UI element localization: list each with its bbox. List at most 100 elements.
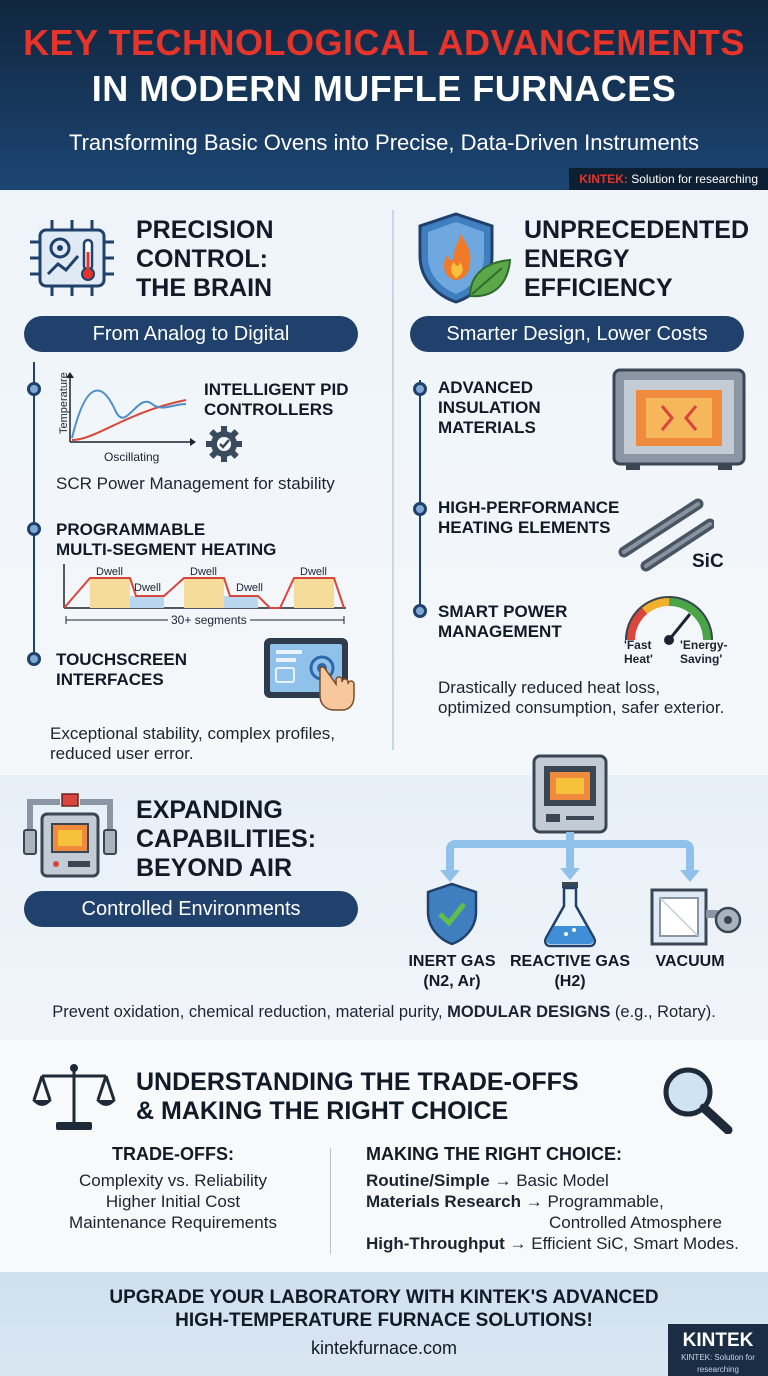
heating-elements-label: HIGH-PERFORMANCE HEATING ELEMENTS bbox=[438, 498, 619, 538]
arrow-icon: → bbox=[525, 1192, 543, 1211]
choice-item-throughput: High-Throughput → Efficient SiC, Smart M… bbox=[366, 1233, 739, 1254]
gear-icon bbox=[206, 426, 242, 462]
footer-url-link[interactable]: kintekfurnace.com bbox=[310, 1338, 458, 1358]
tradeoffs-divider bbox=[330, 1148, 331, 1254]
touchscreen-label-line2: INTERFACES bbox=[56, 670, 164, 689]
programmable-label: PROGRAMMABLE MULTI-SEGMENT HEATING bbox=[56, 520, 276, 560]
insulation-label-line1: ADVANCED bbox=[438, 378, 534, 397]
segments-label: 30+ segments bbox=[168, 613, 250, 627]
energy-title-line2: ENERGY bbox=[524, 245, 630, 273]
reactive-gas-flask-icon bbox=[543, 882, 597, 948]
logo-wordmark: KINTEK bbox=[682, 1330, 754, 1351]
capabilities-title-line3: BEYOND AIR bbox=[136, 854, 293, 882]
footer-cta: UPGRADE YOUR LABORATORY WITH KINTEK'S AD… bbox=[0, 1272, 768, 1376]
insulation-label: ADVANCED INSULATION MATERIALS bbox=[438, 378, 541, 438]
sic-rods-icon bbox=[618, 498, 714, 572]
capabilities-summary-post: (e.g., Rotary). bbox=[610, 1003, 716, 1021]
pid-label-line1: INTELLIGENT PID bbox=[204, 380, 349, 399]
dwell-label-1: Dwell bbox=[96, 566, 123, 578]
kintek-logo: KINTEK KINTEK: Solution for researching bbox=[668, 1324, 768, 1376]
sic-label: SiC bbox=[692, 551, 724, 572]
gauge-fast-heat-line1: 'Fast bbox=[624, 638, 652, 652]
precision-summary-line2: reduced user error. bbox=[50, 744, 194, 763]
cta-line1: UPGRADE YOUR LABORATORY WITH KINTEK'S AD… bbox=[109, 1287, 659, 1308]
vacuum-chamber-icon bbox=[650, 888, 742, 946]
power-management-label: SMART POWER MANAGEMENT bbox=[438, 602, 567, 642]
capabilities-title-line1: EXPANDING bbox=[136, 796, 283, 824]
insulation-label-line3: MATERIALS bbox=[438, 418, 536, 437]
tradeoff-item: Higher Initial Cost bbox=[105, 1192, 241, 1211]
tradeoffs-title-line2: & MAKING THE RIGHT CHOICE bbox=[136, 1097, 509, 1125]
inert-gas-label-line1: INERT GAS bbox=[408, 953, 496, 970]
section-divider bbox=[392, 210, 394, 750]
heating-elements-label-line1: HIGH-PERFORMANCE bbox=[438, 498, 620, 517]
gauge-fast-heat: 'Fast Heat' bbox=[624, 638, 653, 666]
programmable-label-line2: MULTI-SEGMENT HEATING bbox=[56, 540, 277, 559]
inert-gas-label-line2: (N2, Ar) bbox=[423, 973, 481, 990]
arrow-icon: → bbox=[494, 1171, 512, 1190]
touchscreen-tablet-icon bbox=[264, 638, 355, 711]
tradeoff-item: Maintenance Requirements bbox=[69, 1213, 277, 1232]
capabilities-summary-bold: MODULAR DESIGNS bbox=[447, 1003, 611, 1021]
tradeoffs-title: UNDERSTANDING THE TRADE-OFFS & MAKING TH… bbox=[136, 1068, 579, 1126]
power-management-label-line1: SMART POWER bbox=[438, 602, 568, 621]
reactive-gas-label-line2: (H2) bbox=[554, 973, 586, 990]
choice-rest: Basic Model bbox=[516, 1171, 609, 1190]
energy-timeline bbox=[419, 380, 421, 616]
precision-title-line2: CONTROL: bbox=[136, 245, 268, 273]
scr-text: SCR Power Management for stability bbox=[56, 474, 335, 493]
inert-gas-shield-icon bbox=[426, 882, 478, 946]
programmable-label-line1: PROGRAMMABLE bbox=[56, 520, 206, 539]
insulated-furnace-icon bbox=[612, 368, 746, 470]
magnifier-icon bbox=[663, 1067, 733, 1134]
chip-brain-icon bbox=[30, 220, 114, 296]
heating-elements-label-line2: HEATING ELEMENTS bbox=[438, 518, 611, 537]
choice-bold: High-Throughput bbox=[366, 1234, 505, 1253]
balance-scale-icon bbox=[32, 1064, 116, 1130]
precision-title-line1: PRECISION bbox=[136, 216, 274, 244]
graph-xlabel: Oscillating bbox=[104, 450, 160, 464]
dwell-label-2: Dwell bbox=[134, 582, 161, 594]
energy-pill: Smarter Design, Lower Costs bbox=[410, 316, 744, 352]
timeline-dot-touchscreen bbox=[27, 652, 41, 666]
reactive-gas-label-line1: REACTIVE GAS bbox=[509, 953, 630, 970]
right-choice-heading: MAKING THE RIGHT CHOICE: bbox=[366, 1144, 622, 1164]
capabilities-pill: Controlled Environments bbox=[24, 891, 358, 927]
vacuum-label: VACUUM bbox=[655, 953, 725, 970]
choice-rest: Programmable, bbox=[547, 1192, 664, 1211]
reactive-gas-label: REACTIVE GAS (H2) bbox=[508, 952, 632, 992]
timeline-dot-insulation bbox=[413, 382, 427, 396]
shield-flame-leaf-icon bbox=[418, 212, 512, 304]
pid-label-line2: CONTROLLERS bbox=[204, 400, 334, 419]
touchscreen-label: TOUCHSCREEN INTERFACES bbox=[56, 650, 187, 690]
timeline-dot-heating bbox=[413, 502, 427, 516]
cta-line2: HIGH-TEMPERATURE FURNACE SOLUTIONS! bbox=[175, 1310, 593, 1331]
choice-bold: Materials Research bbox=[366, 1192, 521, 1211]
power-management-label-line2: MANAGEMENT bbox=[438, 622, 562, 641]
logo-tagline: KINTEK: Solution for researching bbox=[681, 1353, 755, 1374]
choice-item-materials: Materials Research → Programmable, bbox=[366, 1191, 739, 1212]
tradeoffs-list: Complexity vs. Reliability Higher Initia… bbox=[40, 1170, 306, 1233]
tradeoff-item: Complexity vs. Reliability bbox=[79, 1171, 267, 1190]
precision-summary: Exceptional stability, complex profiles,… bbox=[50, 724, 335, 764]
main-title-line2: IN MODERN MUFFLE FURNACES bbox=[91, 68, 677, 109]
precision-pill: From Analog to Digital bbox=[24, 316, 358, 352]
power-gauge-icon bbox=[624, 595, 713, 645]
main-title-line1: KEY TECHNOLOGICAL ADVANCEMENTS bbox=[23, 22, 745, 63]
header-credit: KINTEK: Solution for researching bbox=[569, 168, 768, 190]
capabilities-summary-pre: Prevent oxidation, chemical reduction, m… bbox=[52, 1003, 448, 1021]
furnace-icon bbox=[532, 754, 608, 834]
gauge-energy-saving-line1: 'Energy- bbox=[680, 638, 728, 652]
energy-title: UNPRECEDENTED ENERGY EFFICIENCY bbox=[524, 216, 749, 303]
energy-summary: Drastically reduced heat loss, optimized… bbox=[438, 678, 724, 718]
header-banner: KEY TECHNOLOGICAL ADVANCEMENTS IN MODERN… bbox=[0, 0, 768, 190]
precision-summary-line1: Exceptional stability, complex profiles, bbox=[50, 724, 336, 743]
choice-list: Routine/Simple → Basic Model Materials R… bbox=[366, 1170, 739, 1254]
dwell-label-3: Dwell bbox=[190, 566, 217, 578]
energy-title-line1: UNPRECEDENTED bbox=[524, 216, 750, 244]
energy-summary-line1: Drastically reduced heat loss, bbox=[438, 678, 661, 697]
touchscreen-label-line1: TOUCHSCREEN bbox=[56, 650, 187, 669]
dwell-label-5: Dwell bbox=[300, 566, 327, 578]
precision-title: PRECISION CONTROL: THE BRAIN bbox=[136, 216, 274, 303]
branch-arrows bbox=[440, 832, 700, 882]
